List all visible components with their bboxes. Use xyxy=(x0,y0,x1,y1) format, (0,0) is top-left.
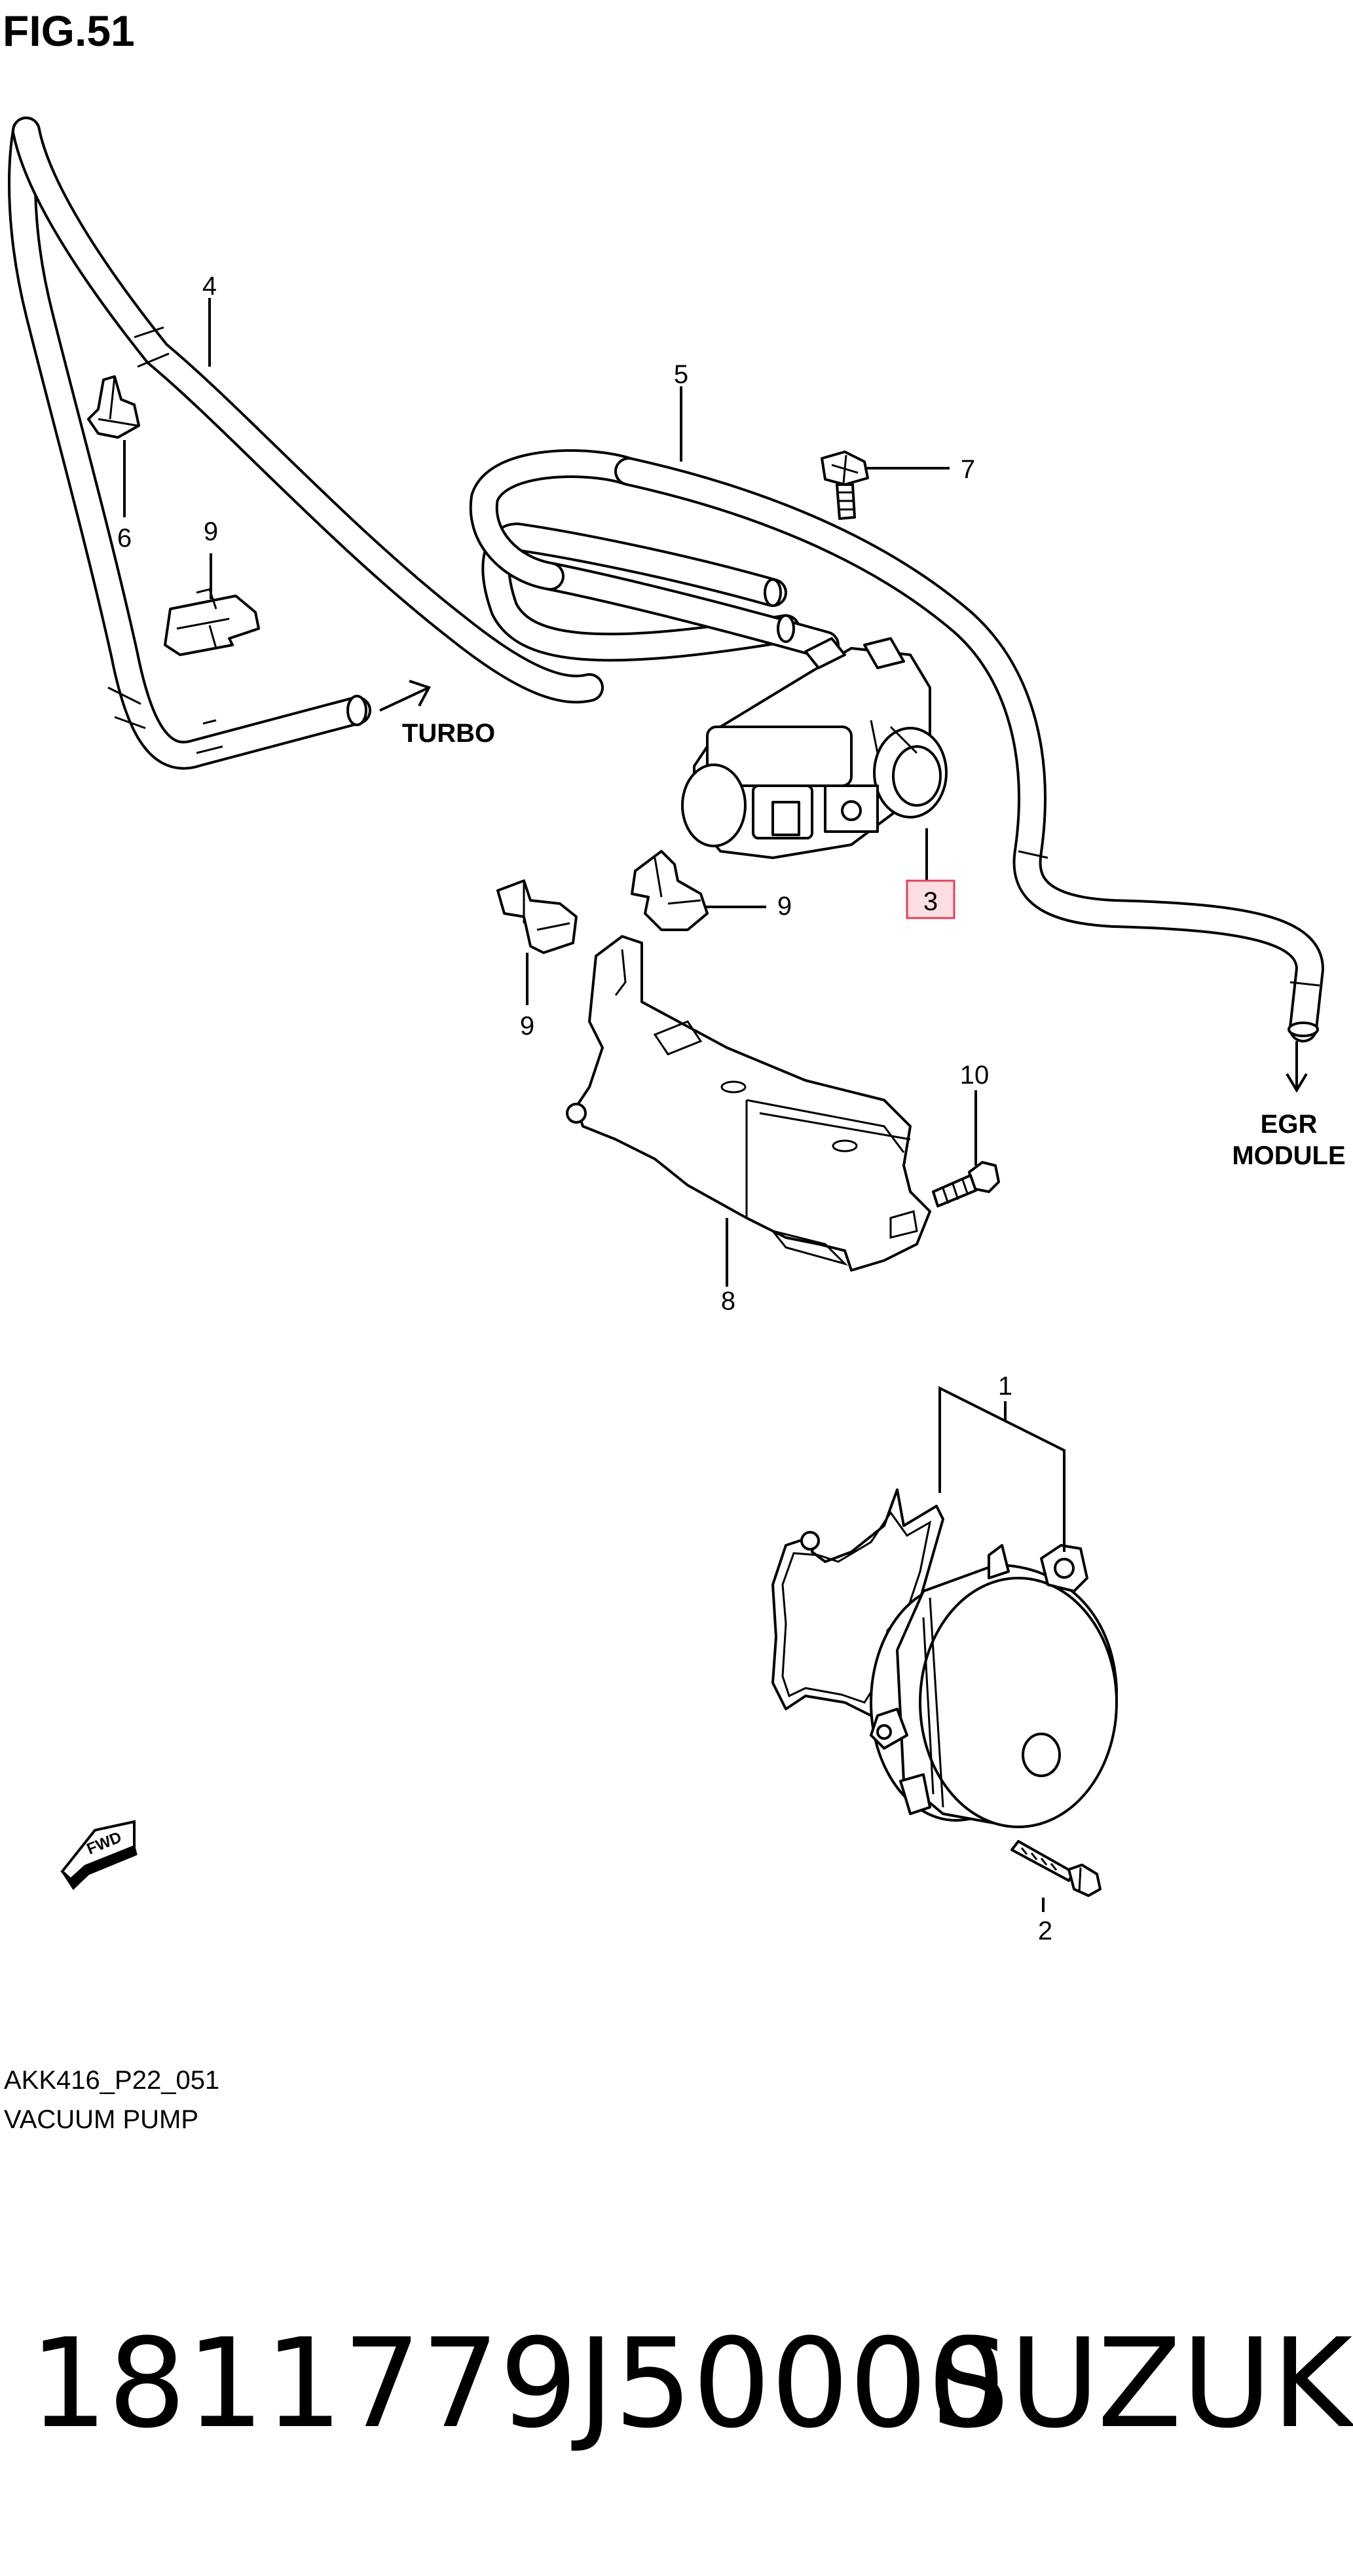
bolt-2[interactable] xyxy=(1010,1840,1102,1897)
hose-5[interactable] xyxy=(469,449,1324,1042)
figure-title: FIG.51 xyxy=(3,7,135,55)
bracket-8[interactable] xyxy=(566,935,931,1272)
callout-9-center: 9 xyxy=(777,892,792,921)
callout-5: 5 xyxy=(674,360,688,389)
callout-9-left: 9 xyxy=(204,517,218,546)
callout-9-middle-left: 9 xyxy=(520,1012,534,1040)
figure-code: AKK416_P22_051 xyxy=(4,2066,219,2095)
part-number: 1811779J50000 xyxy=(29,2312,1006,2456)
callout-3-highlight[interactable]: 3 xyxy=(906,879,955,919)
bolt-7[interactable] xyxy=(821,451,869,520)
callout-1: 1 xyxy=(998,1372,1012,1401)
callout-3: 3 xyxy=(923,887,938,916)
figure-caption: VACUUM PUMP xyxy=(4,2105,198,2134)
leader-lines xyxy=(123,298,1308,1912)
brand-name: SUZUKI xyxy=(931,2312,1353,2456)
hose-4[interactable] xyxy=(8,117,604,770)
bolt-10[interactable] xyxy=(932,1161,1000,1207)
egr-label: EGR xyxy=(1261,1110,1318,1139)
turbo-label: TURBO xyxy=(402,719,495,748)
egr-module-label: MODULE xyxy=(1232,1141,1345,1170)
callout-10: 10 xyxy=(960,1061,990,1090)
callout-7: 7 xyxy=(961,455,975,484)
callout-8: 8 xyxy=(721,1287,735,1316)
vacuum-pump-1[interactable] xyxy=(771,1488,1118,1828)
callout-4: 4 xyxy=(202,272,217,301)
callout-6: 6 xyxy=(117,524,132,553)
clip-9c[interactable] xyxy=(631,850,709,931)
clip-6[interactable] xyxy=(87,375,140,439)
fwd-arrow-icon: FWD xyxy=(60,1820,138,1890)
clip-9a[interactable] xyxy=(164,588,260,656)
callout-2: 2 xyxy=(1038,1917,1052,1945)
solenoid-valve-3[interactable] xyxy=(681,637,948,859)
clip-9b[interactable] xyxy=(496,879,578,954)
